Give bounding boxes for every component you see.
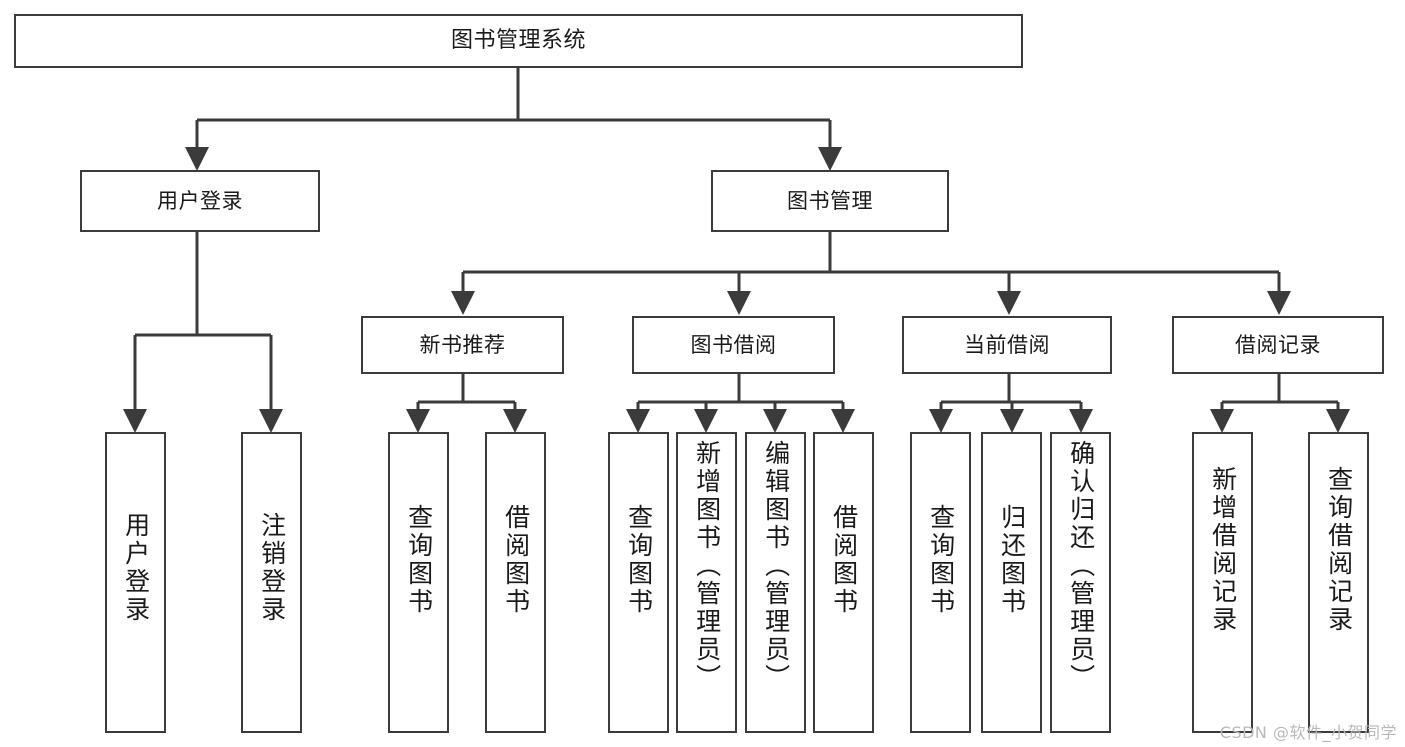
leaf-borrow-book-1-label: 借阅图书 bbox=[501, 504, 531, 616]
node-root-label: 图书管理系统 bbox=[450, 28, 586, 54]
leaf-query-book-2[interactable]: 查询图书 bbox=[608, 432, 669, 733]
node-borrow-record[interactable]: 借阅记录 bbox=[1172, 316, 1384, 374]
leaf-query-book-1-label: 查询图书 bbox=[404, 504, 434, 616]
leaf-add-record-label: 新增借阅记录 bbox=[1208, 466, 1238, 634]
node-book-manage-label: 图书管理 bbox=[787, 188, 873, 213]
node-new-book-rec[interactable]: 新书推荐 bbox=[361, 316, 564, 374]
leaf-confirm-return[interactable]: 确认归还（管理员） bbox=[1050, 432, 1111, 733]
node-user-login[interactable]: 用户登录 bbox=[80, 170, 320, 232]
leaf-query-book-3[interactable]: 查询图书 bbox=[910, 432, 971, 733]
leaf-user-login-label: 用户登录 bbox=[121, 512, 151, 624]
node-book-manage[interactable]: 图书管理 bbox=[711, 170, 949, 232]
leaf-user-login[interactable]: 用户登录 bbox=[105, 432, 166, 733]
csdn-watermark: CSDN @软件_小贺同学 bbox=[1219, 723, 1397, 742]
node-borrow-record-label: 借阅记录 bbox=[1235, 332, 1321, 357]
leaf-borrow-book-1[interactable]: 借阅图书 bbox=[485, 432, 546, 733]
leaf-add-book[interactable]: 新增图书（管理员） bbox=[676, 432, 737, 733]
leaf-query-book-3-label: 查询图书 bbox=[926, 504, 956, 616]
leaf-return-book-label: 归还图书 bbox=[997, 504, 1027, 616]
node-current-borrow[interactable]: 当前借阅 bbox=[902, 316, 1112, 374]
leaf-logout[interactable]: 注销登录 bbox=[241, 432, 302, 733]
node-root[interactable]: 图书管理系统 bbox=[14, 14, 1023, 68]
leaf-query-record[interactable]: 查询借阅记录 bbox=[1308, 432, 1369, 733]
leaf-add-record[interactable]: 新增借阅记录 bbox=[1192, 432, 1253, 733]
leaf-borrow-book-2-label: 借阅图书 bbox=[829, 504, 859, 616]
node-new-book-rec-label: 新书推荐 bbox=[419, 332, 506, 357]
leaf-edit-book-label: 编辑图书（管理员） bbox=[761, 440, 791, 692]
node-book-borrow-label: 图书借阅 bbox=[690, 332, 777, 357]
leaf-add-book-label: 新增图书（管理员） bbox=[692, 440, 722, 692]
node-current-borrow-label: 当前借阅 bbox=[964, 332, 1050, 357]
leaf-query-book-1[interactable]: 查询图书 bbox=[388, 432, 449, 733]
node-book-borrow[interactable]: 图书借阅 bbox=[632, 316, 835, 374]
leaf-confirm-return-label: 确认归还（管理员） bbox=[1066, 440, 1096, 692]
leaf-return-book[interactable]: 归还图书 bbox=[981, 432, 1042, 733]
leaf-borrow-book-2[interactable]: 借阅图书 bbox=[813, 432, 874, 733]
node-user-login-label: 用户登录 bbox=[157, 188, 243, 213]
leaf-edit-book[interactable]: 编辑图书（管理员） bbox=[745, 432, 806, 733]
leaf-query-book-2-label: 查询图书 bbox=[624, 504, 654, 616]
leaf-logout-label: 注销登录 bbox=[257, 512, 287, 624]
leaf-query-record-label: 查询借阅记录 bbox=[1324, 466, 1354, 634]
